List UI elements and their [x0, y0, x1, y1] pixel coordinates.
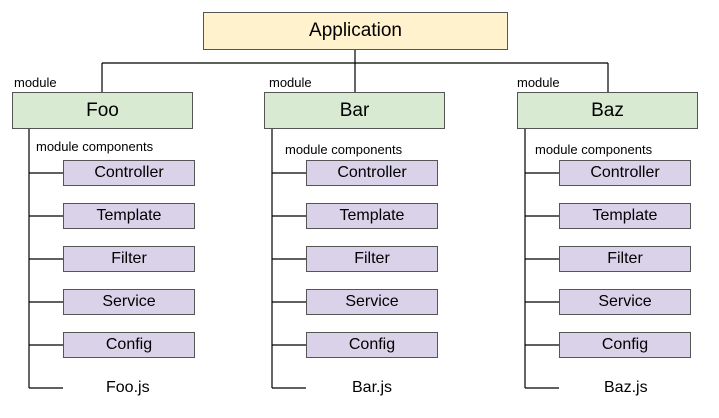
application-box: Application	[203, 12, 508, 50]
component-filter-baz: Filter	[559, 246, 691, 272]
file-label-bar: Bar.js	[352, 379, 393, 396]
component-service-baz: Service	[559, 289, 691, 315]
component-template-bar: Template	[306, 203, 438, 229]
application-label: Application	[309, 20, 402, 41]
component-service-foo: Service	[63, 289, 195, 315]
module-label-foo: module	[14, 75, 57, 90]
component-controller-foo: Controller	[63, 160, 195, 186]
component-template-foo: Template	[63, 203, 195, 229]
module-label-bar: module	[269, 75, 312, 90]
component-controller-baz: Controller	[559, 160, 691, 186]
components-label-bar: module components	[285, 142, 403, 157]
component-config-bar: Config	[306, 332, 438, 358]
component-template-baz: Template	[559, 203, 691, 229]
module-name-foo: Foo	[86, 99, 119, 121]
component-config-foo: Config	[63, 332, 195, 358]
component-config-baz: Config	[559, 332, 691, 358]
file-label-foo: Foo.js	[106, 379, 150, 396]
module-box-baz: Baz	[517, 92, 698, 129]
module-name-baz: Baz	[591, 99, 624, 121]
component-controller-bar: Controller	[306, 160, 438, 186]
component-filter-bar: Filter	[306, 246, 438, 272]
components-label-foo: module components	[36, 139, 154, 154]
component-filter-foo: Filter	[63, 246, 195, 272]
module-box-foo: Foo	[12, 92, 193, 129]
components-label-baz: module components	[535, 142, 653, 157]
file-label-baz: Baz.js	[604, 379, 648, 396]
module-label-baz: module	[517, 75, 560, 90]
component-service-bar: Service	[306, 289, 438, 315]
module-box-bar: Bar	[264, 92, 445, 129]
module-name-bar: Bar	[339, 99, 370, 121]
